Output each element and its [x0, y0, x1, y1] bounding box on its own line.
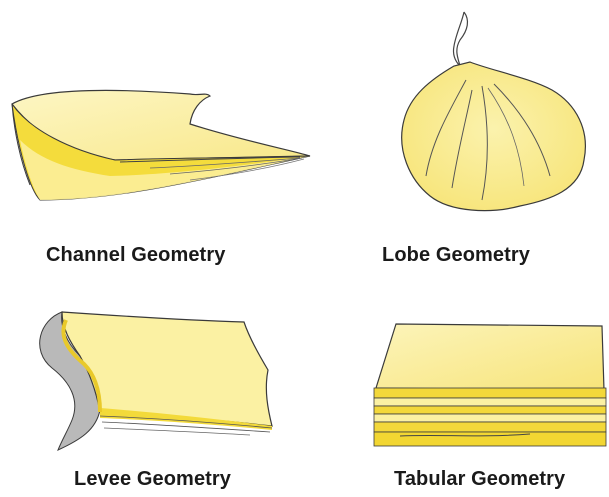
tabular-top-surface [376, 324, 604, 390]
tabular-layer [374, 388, 606, 398]
tabular-layer [374, 414, 606, 422]
lobe-body [402, 62, 586, 211]
tabular-layer [374, 398, 606, 406]
channel-geometry-panel [0, 0, 320, 230]
levee-geometry-panel [0, 290, 300, 460]
levee-geometry-caption: Levee Geometry [74, 468, 231, 491]
channel-geometry-caption: Channel Geometry [46, 244, 225, 267]
levee-geometry-illustration [0, 290, 300, 460]
lobe-feeder-channel [453, 12, 467, 66]
tabular-geometry-panel [360, 300, 609, 460]
tabular-layer [374, 406, 606, 414]
tabular-geometry-caption: Tabular Geometry [394, 468, 565, 491]
channel-geometry-illustration [0, 0, 320, 230]
tabular-layer [374, 432, 606, 446]
lobe-geometry-caption: Lobe Geometry [382, 244, 530, 267]
lobe-geometry-panel [370, 0, 609, 230]
tabular-geometry-illustration [360, 300, 609, 460]
tabular-layer [374, 422, 606, 432]
lobe-geometry-illustration [370, 0, 609, 230]
